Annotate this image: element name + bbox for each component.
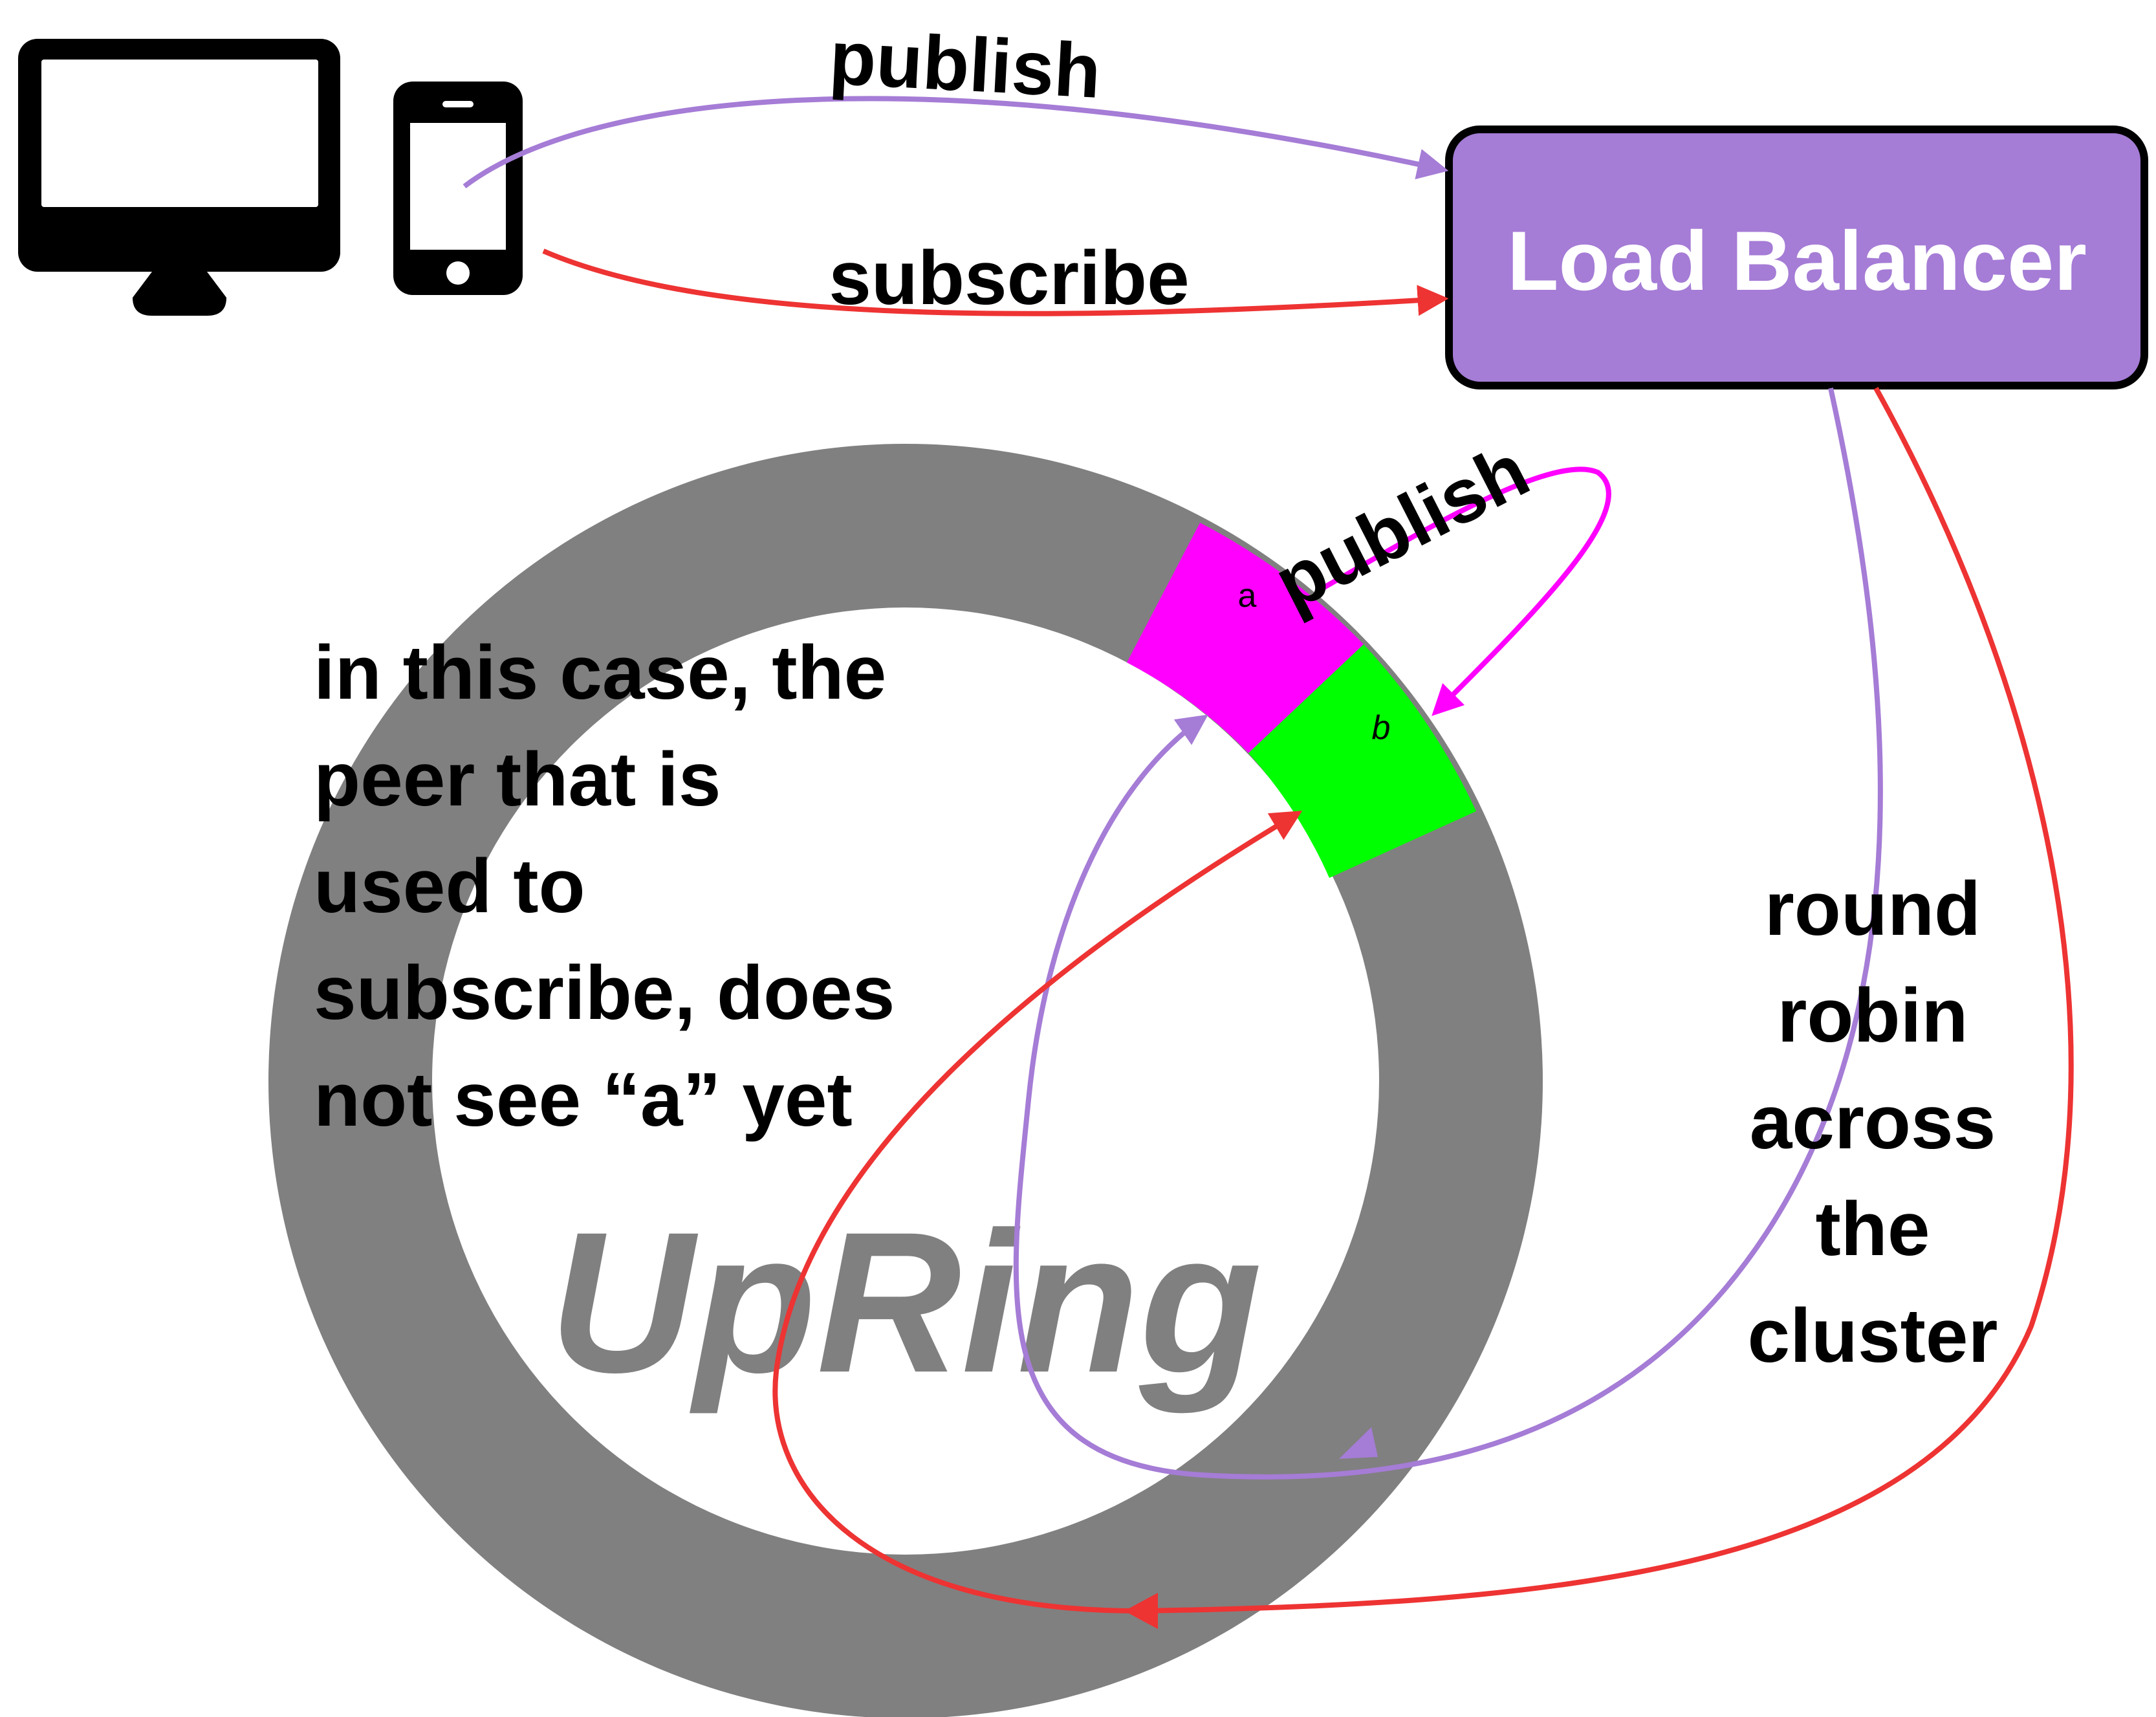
- ring-segment-a-label: a: [1238, 577, 1257, 615]
- note-line-5: not see “a” yet: [314, 1057, 853, 1143]
- load-balancer: Load Balancer: [1445, 126, 2148, 389]
- ring-segment-b: [1248, 644, 1476, 878]
- note-line-3: used to: [314, 844, 585, 929]
- round-robin-line-5: cluster: [1748, 1293, 1998, 1379]
- upring-ring: a b: [268, 444, 1543, 1717]
- ring-segment-b-label: b: [1372, 709, 1391, 747]
- round-robin-publish-arrowhead: [1339, 1427, 1378, 1459]
- round-robin-line-1: round: [1765, 866, 1981, 952]
- client-subscribe-arrow: [542, 248, 1449, 316]
- round-robin-subscribe-arrow: [772, 387, 2074, 1614]
- round-robin-line-2: robin: [1778, 973, 1968, 1058]
- client-subscribe-label: subscribe: [829, 235, 1189, 321]
- load-balancer-box: [1445, 126, 2148, 389]
- ring-publish-arrow: [1318, 466, 1611, 716]
- round-robin-subscribe-arrowhead: [1124, 1593, 1158, 1629]
- note-line-2: peer that is: [314, 737, 721, 822]
- note-line-1: in this case, the: [314, 630, 886, 716]
- smartphone-icon: [393, 82, 523, 295]
- desktop-monitor-icon: [18, 39, 340, 316]
- round-robin-line-3: across: [1750, 1080, 1996, 1165]
- round-robin-text: round robin across the cluster: [1748, 866, 1998, 1379]
- upring-logo: UpRing: [549, 1190, 1262, 1416]
- load-balancer-label: Load Balancer: [1507, 213, 2087, 308]
- round-robin-line-4: the: [1816, 1187, 1930, 1272]
- note-text: in this case, the peer that is used to s…: [314, 630, 895, 1143]
- round-robin-publish-arrow: [1013, 388, 1883, 1480]
- ring-publish-label: publish: [1261, 427, 1542, 626]
- client-publish-label: publish: [827, 15, 1103, 115]
- ring-segment-a: [1127, 523, 1364, 753]
- client-publish-arrow: [463, 96, 1449, 189]
- note-line-4: subscribe, does: [314, 950, 895, 1036]
